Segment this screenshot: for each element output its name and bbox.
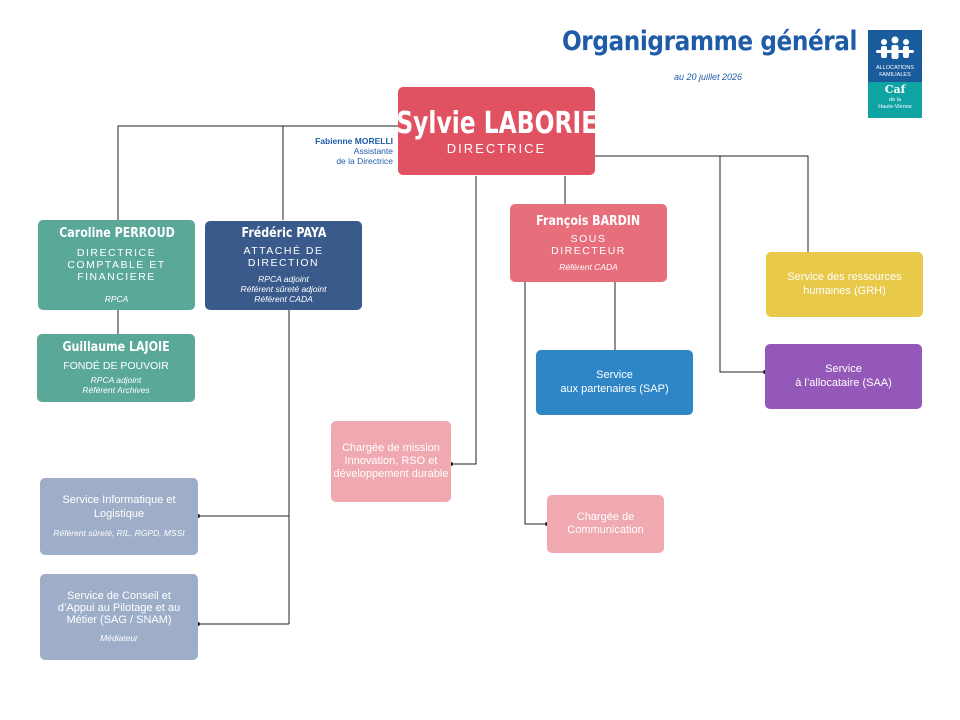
assistant-role-1: Assistante (353, 146, 393, 157)
grh-box: Service des ressources humaines (GRH) (766, 252, 923, 317)
family-figures-icon (876, 36, 914, 59)
perroud-note: RPCA (104, 293, 129, 304)
info-note: Référent sûreté, RIL, RGPD, MSSI (53, 527, 185, 538)
page-date: au 20 juillet 2026 (674, 72, 743, 82)
lajoie-name: Guillaume LAJOIE (62, 340, 170, 356)
logo-line2: FAMILIALES (879, 72, 911, 78)
sap-label-2: aux partenaires (SAP) (560, 382, 669, 395)
paya-note-1: RPCA adjoint (258, 274, 309, 285)
sap-label-1: Service (596, 369, 633, 382)
sap-box: Service aux partenaires (SAP) (536, 350, 693, 415)
mission-label: Chargée de mission Innovation, RSO et dé… (333, 441, 449, 481)
perroud-role: DIRECTRICE COMPTABLE ET FINANCIERE (67, 246, 166, 283)
line-director-perroud (117, 125, 398, 220)
saa-label-1: Service (825, 363, 862, 376)
lajoie-note-1: RPCA adjoint (90, 375, 142, 386)
perroud-name: Caroline PERROUD (58, 225, 175, 241)
line-director-grh (595, 155, 809, 252)
logo-top: ALLOCATIONS FAMILIALES (868, 30, 922, 82)
line-bardin-communication (524, 282, 547, 525)
line-director-mission (451, 176, 477, 465)
lajoie-box: Guillaume LAJOIE FONDÉ DE POUVOIR RPCA a… (37, 334, 195, 402)
sag-label: Service de Conseil et d’Appui au Pilotag… (57, 589, 181, 627)
bardin-role: SOUS DIRECTEUR (551, 232, 626, 257)
logo-bottom: Caf de la Haute-Vienne (868, 82, 922, 118)
sag-box: Service de Conseil et d’Appui au Pilotag… (40, 574, 198, 660)
grh-label: Service des ressources humaines (GRH) (787, 271, 902, 297)
communication-box: Chargée de Communication (547, 495, 664, 553)
paya-note-3: Référent CADA (254, 293, 313, 304)
lajoie-note-2: Référent Archives (82, 385, 150, 395)
lajoie-role: FONDÉ DE POUVOIR (63, 360, 169, 373)
director-name: Sylvie LABORIE (396, 106, 597, 141)
info-label: Service Informatique et Logistique (62, 494, 176, 520)
logo-line1: ALLOCATIONS (875, 65, 915, 71)
saa-label-2: à l’allocataire (SAA) (795, 376, 892, 389)
saa-box: Service à l’allocataire (SAA) (765, 344, 922, 409)
bardin-note: Référent CADA (559, 261, 618, 272)
assistant-block: Fabienne MORELLI Assistante de la Direct… (290, 136, 393, 167)
logo-line4: Haute-Vienne (878, 104, 912, 110)
mission-box: Chargée de mission Innovation, RSO et dé… (331, 421, 451, 502)
info-box: Service Informatique et Logistique Référ… (40, 478, 198, 555)
caf-logo: ALLOCATIONS FAMILIALES Caf de la Haute-V… (868, 30, 922, 118)
paya-name: Frédéric PAYA (241, 226, 326, 242)
paya-role: ATTACHÉ DE DIRECTION (243, 245, 324, 270)
director-role: DIRECTRICE (446, 141, 547, 156)
logo-brand: Caf (884, 83, 906, 96)
bardin-box: François BARDIN SOUS DIRECTEUR Référent … (510, 204, 667, 282)
director-box: Sylvie LABORIE DIRECTRICE (396, 87, 597, 175)
assistant-role-2: de la Directrice (336, 156, 393, 167)
communication-label: Chargée de Communication (567, 510, 644, 536)
bardin-name: François BARDIN (536, 213, 641, 229)
assistant-name: Fabienne MORELLI (315, 136, 393, 146)
paya-note-2: Référent sûreté adjoint (240, 284, 327, 295)
sag-note: Médiateur (100, 633, 138, 644)
line-director-saa (719, 156, 765, 373)
perroud-box: Caroline PERROUD DIRECTRICE COMPTABLE ET… (38, 220, 195, 310)
page-title: Organigramme général (562, 26, 858, 57)
paya-box: Frédéric PAYA ATTACHÉ DE DIRECTION RPCA … (205, 221, 362, 310)
logo-line3: de la (889, 97, 901, 103)
